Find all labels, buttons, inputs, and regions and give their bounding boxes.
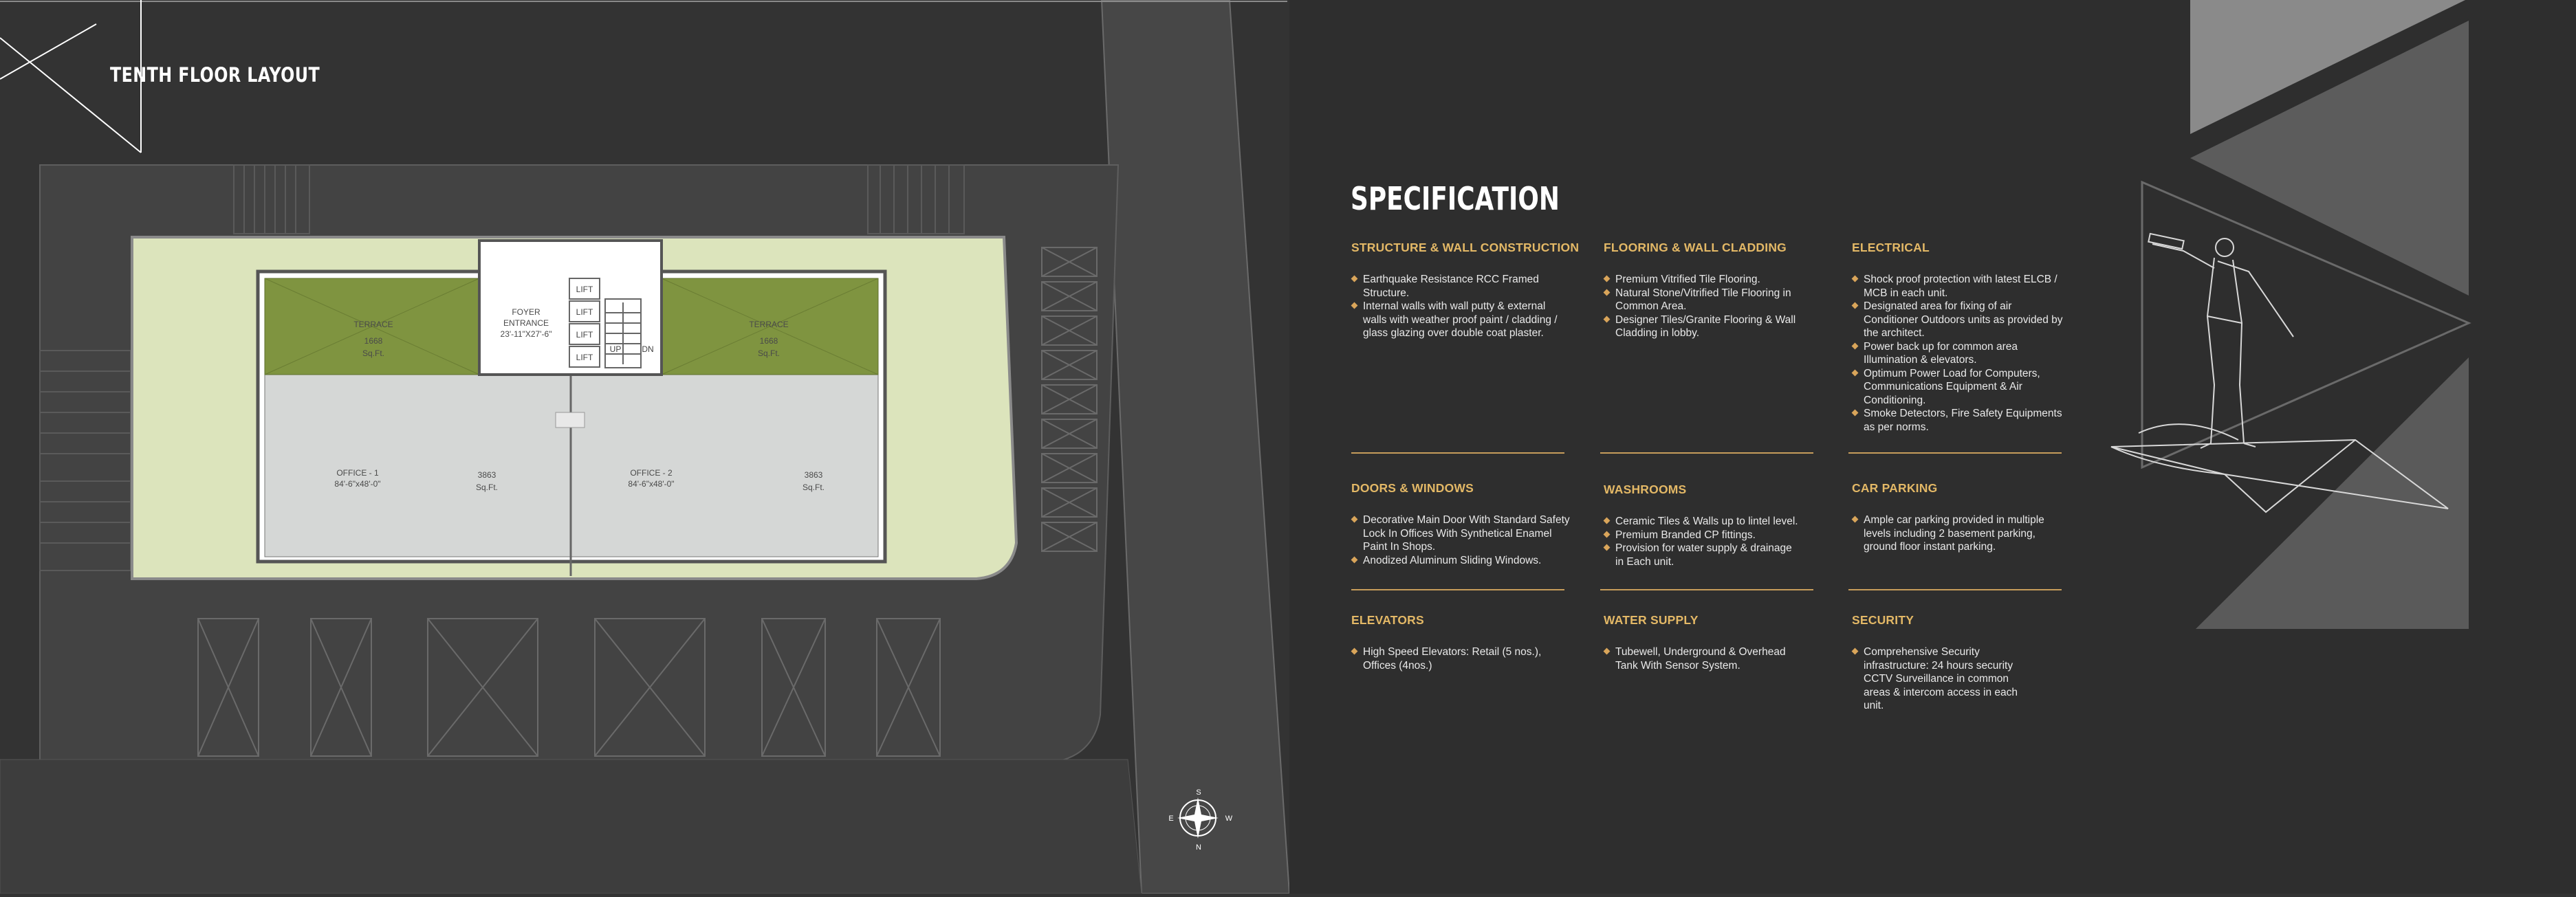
specification-page: SPECIFICATION STRUCTURE & WALL CONSTRUCT… xyxy=(1289,0,2576,894)
divider xyxy=(1848,452,2062,454)
section-doors-list: Decorative Main Door With Standard Safet… xyxy=(1351,513,1571,567)
deco-triangle-top xyxy=(2190,0,2465,134)
section-water: WATER SUPPLY Tubewell, Underground & Ove… xyxy=(1604,613,1803,672)
list-item: Internal walls with wall putty & externa… xyxy=(1351,300,1571,340)
section-elevators-heading: ELEVATORS xyxy=(1351,613,1424,627)
terrace-left-unit: Sq.Ft. xyxy=(362,348,384,358)
list-item: Anodized Aluminum Sliding Windows. xyxy=(1351,554,1571,568)
compass-bottom-label: N xyxy=(1196,843,1201,852)
divider xyxy=(1600,589,1813,590)
lift-1-label: LIFT xyxy=(576,285,593,294)
list-item: Designated area for fixing of air Condit… xyxy=(1852,300,2065,340)
section-security: SECURITY Comprehensive Security infrastr… xyxy=(1852,613,2031,713)
list-item: Premium Branded CP fittings. xyxy=(1604,529,1803,542)
terrace-right-name: TERRACE xyxy=(749,320,788,329)
floor-plan-page: TERRACE 1668 Sq.Ft. TERRACE 1668 Sq.Ft. … xyxy=(0,0,1291,894)
decorative-artwork xyxy=(2110,0,2471,629)
lift-2-label: LIFT xyxy=(576,307,593,317)
section-parking-list: Ample car parking provided in multiple l… xyxy=(1852,513,2051,554)
divider xyxy=(1600,452,1813,454)
list-item: Shock proof protection with latest ELCB … xyxy=(1852,273,2065,300)
section-flooring-heading: FLOORING & WALL CLADDING xyxy=(1604,241,1787,254)
office-1-unit: Sq.Ft. xyxy=(476,483,498,492)
list-item: Decorative Main Door With Standard Safet… xyxy=(1351,513,1571,554)
list-item: High Speed Elevators: Retail (5 nos.), O… xyxy=(1351,645,1558,672)
office-1-name: OFFICE - 1 xyxy=(336,468,379,478)
section-structure: STRUCTURE & WALL CONSTRUCTION Earthquake… xyxy=(1351,241,1580,340)
section-parking: CAR PARKING Ample car parking provided i… xyxy=(1852,481,2051,554)
deco-triangle-low xyxy=(2196,357,2469,629)
floor-plan-drawing: TERRACE 1668 Sq.Ft. TERRACE 1668 Sq.Ft. … xyxy=(0,0,1291,894)
office-2-area-value: 3863 xyxy=(805,470,823,480)
office-1-dims: 84'-6"x48'-0" xyxy=(334,479,380,489)
right-parking-stalls xyxy=(1041,247,1098,552)
compass-right-label: W xyxy=(1225,815,1233,823)
section-elevators: ELEVATORS High Speed Elevators: Retail (… xyxy=(1351,613,1558,672)
floor-layout-title: TENTH FLOOR LAYOUT xyxy=(110,63,320,87)
title-frame xyxy=(0,0,1287,153)
office-1-area xyxy=(264,374,571,557)
specification-title: SPECIFICATION xyxy=(1351,180,1560,217)
section-washrooms-heading: WASHROOMS xyxy=(1604,483,1687,496)
list-item: Ample car parking provided in multiple l… xyxy=(1852,513,2051,554)
stair-up-label: UP xyxy=(610,344,622,354)
section-washrooms-list: Ceramic Tiles & Walls up to lintel level… xyxy=(1604,515,1803,568)
terrace-right-unit: Sq.Ft. xyxy=(758,348,780,358)
terrace-left-area-value: 1668 xyxy=(364,336,383,346)
section-structure-heading: STRUCTURE & WALL CONSTRUCTION xyxy=(1351,241,1580,254)
divider xyxy=(1848,589,2062,590)
office-2-dims: 84'-6"x48'-0" xyxy=(628,479,674,489)
office-2-area xyxy=(570,374,879,557)
telescope-man-illustration xyxy=(2110,232,2449,513)
office-2-unit: Sq.Ft. xyxy=(803,483,825,492)
section-parking-heading: CAR PARKING xyxy=(1852,481,1938,495)
list-item: Power back up for common area Illuminati… xyxy=(1852,340,2065,367)
terrace-left-name: TERRACE xyxy=(353,320,393,329)
section-structure-list: Earthquake Resistance RCC Framed Structu… xyxy=(1351,273,1571,340)
compass-icon: S N E W xyxy=(1168,788,1232,852)
section-doors: DOORS & WINDOWS Decorative Main Door Wit… xyxy=(1351,481,1571,567)
section-electrical-heading: ELECTRICAL xyxy=(1852,241,1930,254)
section-flooring: FLOORING & WALL CLADDING Premium Vitrifi… xyxy=(1604,241,1810,340)
compass-left-label: E xyxy=(1168,815,1173,823)
list-item: Provision for water supply & drainage in… xyxy=(1604,542,1803,568)
section-electrical: ELECTRICAL Shock proof protection with l… xyxy=(1852,241,2065,434)
lift-3-label: LIFT xyxy=(576,330,593,340)
bottom-parking-stalls xyxy=(197,618,941,757)
list-item: Ceramic Tiles & Walls up to lintel level… xyxy=(1604,515,1803,529)
list-item: Designer Tiles/Granite Flooring & Wall C… xyxy=(1604,313,1810,340)
section-elevators-list: High Speed Elevators: Retail (5 nos.), O… xyxy=(1351,645,1558,672)
section-flooring-list: Premium Vitrified Tile Flooring. Natural… xyxy=(1604,273,1810,340)
list-item: Comprehensive Security infrastructure: 2… xyxy=(1852,645,2031,713)
list-item: Premium Vitrified Tile Flooring. xyxy=(1604,273,1810,287)
section-security-list: Comprehensive Security infrastructure: 2… xyxy=(1852,645,2031,713)
list-item: Optimum Power Load for Computers, Commun… xyxy=(1852,367,2065,408)
terrace-right-area-value: 1668 xyxy=(760,336,778,346)
office-1-area-value: 3863 xyxy=(478,470,496,480)
section-doors-heading: DOORS & WINDOWS xyxy=(1351,481,1474,495)
foyer-line2: ENTRANCE xyxy=(503,318,549,328)
section-electrical-list: Shock proof protection with latest ELCB … xyxy=(1852,273,2065,434)
list-item: Earthquake Resistance RCC Framed Structu… xyxy=(1351,273,1571,300)
section-washrooms: WASHROOMS Ceramic Tiles & Walls up to li… xyxy=(1604,483,1803,568)
deco-triangle-outline xyxy=(2141,180,2471,469)
section-water-list: Tubewell, Underground & Overhead Tank Wi… xyxy=(1604,645,1803,672)
divider xyxy=(1351,452,1564,454)
list-item: Natural Stone/Vitrified Tile Flooring in… xyxy=(1604,287,1810,313)
office-2-name: OFFICE - 2 xyxy=(630,468,673,478)
stair-dn-label: DN xyxy=(642,344,653,354)
foyer-dims: 23'-11"X27'-6" xyxy=(501,329,552,339)
divider xyxy=(1351,589,1564,590)
section-security-heading: SECURITY xyxy=(1852,613,1914,627)
foyer-line1: FOYER xyxy=(512,307,541,317)
list-item: Smoke Detectors, Fire Safety Equipments … xyxy=(1852,407,2065,434)
lift-4-label: LIFT xyxy=(576,353,593,362)
deco-triangle-mid xyxy=(2190,21,2469,296)
compass-top-label: S xyxy=(1196,788,1201,797)
list-item: Tubewell, Underground & Overhead Tank Wi… xyxy=(1604,645,1803,672)
section-water-heading: WATER SUPPLY xyxy=(1604,613,1699,627)
